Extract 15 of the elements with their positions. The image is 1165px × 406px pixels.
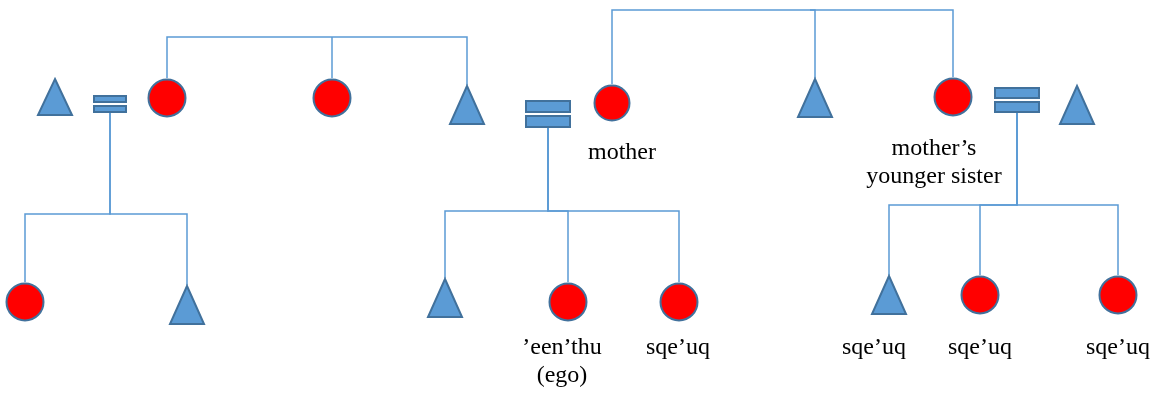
connector-line xyxy=(611,9,811,85)
kin-term-label: mother’s younger sister xyxy=(865,133,1003,189)
kin-term-label: sqe’uq xyxy=(841,332,907,360)
kin-term-label: ’een’thu (ego) xyxy=(521,332,603,388)
kin-term-label: mother xyxy=(588,137,657,165)
connector-line xyxy=(547,127,680,283)
connector-line xyxy=(809,9,954,78)
connector-line xyxy=(1016,112,1119,276)
connector-line xyxy=(109,112,188,286)
connector-line xyxy=(166,36,333,79)
connector-line xyxy=(331,36,333,79)
kin-term-label: sqe’uq xyxy=(947,332,1013,360)
connector-line xyxy=(331,36,468,86)
kin-term-label: sqe’uq xyxy=(645,332,711,360)
kin-term-label: sqe’uq xyxy=(1085,332,1151,360)
